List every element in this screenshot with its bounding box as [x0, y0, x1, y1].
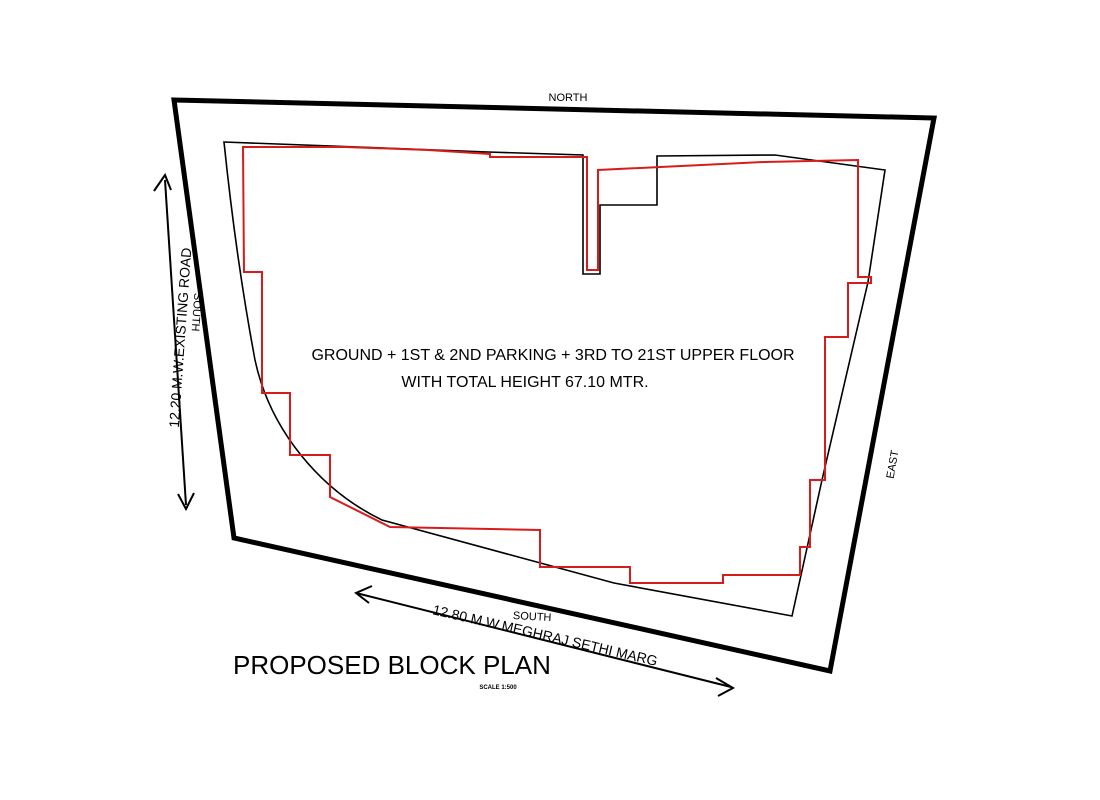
drawing-title: PROPOSED BLOCK PLAN	[233, 650, 551, 680]
south-label-left: SOUTH	[189, 293, 204, 332]
bottom-road-dimension-arrow	[354, 585, 736, 697]
left-road-dimension-arrow	[153, 172, 195, 512]
building-footprint	[241, 146, 872, 584]
building-note-line1: GROUND + 1ST & 2ND PARKING + 3RD TO 21ST…	[311, 347, 794, 364]
building-note-line2: WITH TOTAL HEIGHT 67.10 MTR.	[401, 374, 648, 391]
plot-boundary	[171, 97, 938, 675]
south-label-bottom: SOUTH	[513, 610, 552, 624]
north-label: NORTH	[549, 92, 588, 104]
left-road-label: 12.20 M.W.EXISTING ROAD	[166, 247, 195, 428]
scale-note: SCALE 1:500	[479, 685, 517, 691]
east-label: EAST	[885, 449, 902, 480]
setback-line	[223, 141, 886, 617]
